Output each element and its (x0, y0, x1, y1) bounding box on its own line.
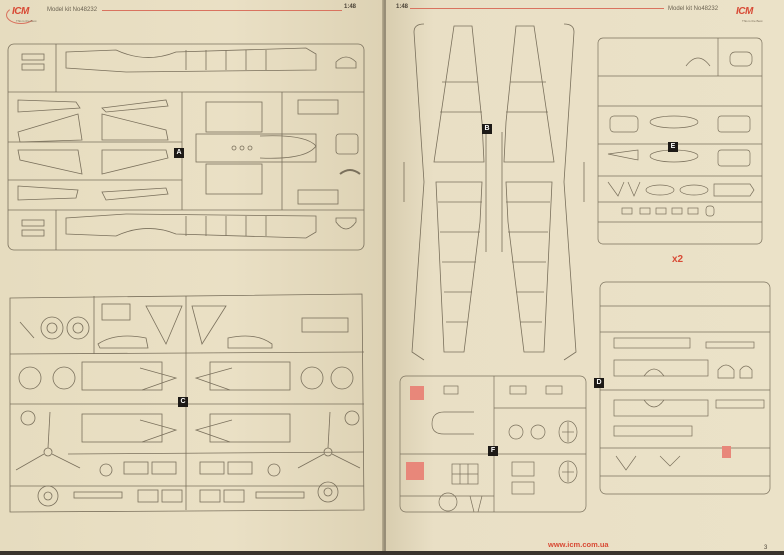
logo-tagline-right: This is the Best (742, 19, 763, 23)
wing-outer-panel-left (433, 25, 485, 163)
sprue-a-frame (7, 43, 365, 251)
sprue-e-diagram (597, 37, 763, 245)
sprue-label-a: A (174, 148, 184, 158)
sprue-d-diagram (599, 281, 771, 495)
seat-frame (431, 411, 474, 435)
bottom-edge (0, 551, 784, 555)
landing-gear-part (19, 321, 35, 339)
sprue-label-d: D (594, 378, 604, 388)
sprue-e-frame (597, 37, 763, 245)
wing-inner-panel-left (435, 181, 483, 353)
left-page: ICM This is the Best Model kit No48232 1… (0, 0, 384, 555)
sprue-f-frame (399, 375, 587, 513)
wing-panel (17, 113, 83, 143)
sprue-f-diagram (399, 375, 587, 513)
book-gutter (382, 0, 388, 555)
sprue-b-diagram (403, 23, 585, 361)
footer-url[interactable]: www.icm.com.ua (548, 540, 609, 549)
wing-outer-panel-right (503, 25, 555, 163)
scale-label-right: 1:48 (396, 4, 409, 10)
sprue-b-runner-left (411, 23, 425, 361)
sprue-d-frame (599, 281, 771, 495)
highlight-part-f-1 (410, 386, 424, 400)
sprue-c-diagram (9, 293, 365, 513)
propeller-left (15, 411, 81, 471)
sprue-a-diagram (7, 43, 365, 251)
scale-label: 1:48 (344, 4, 357, 10)
flap-part (613, 337, 691, 349)
page-number: 3 (764, 545, 768, 551)
header-rule (102, 10, 342, 11)
propeller-right (297, 411, 361, 469)
icm-logo-right: ICM (736, 6, 753, 17)
canopy-part (558, 420, 578, 444)
kit-number-label: Model kit No48232 (47, 7, 98, 13)
sprue-label-c: C (178, 397, 188, 407)
highlight-part-d (722, 446, 731, 458)
highlight-part-f-2 (406, 462, 424, 480)
sprue-c-frame (9, 293, 365, 513)
engine-part (717, 115, 751, 133)
sprue-label-f: F (488, 446, 498, 456)
logo-swoosh-icon (6, 6, 36, 24)
sprue-label-e: E (668, 142, 678, 152)
wing-inner-panel-right (505, 181, 553, 353)
sprue-e-quantity: x2 (672, 254, 684, 265)
instrument-frame (685, 57, 711, 67)
kit-number-label-right: Model kit No48232 (668, 6, 719, 12)
header-rule-right (410, 8, 664, 9)
sprue-label-b: B (482, 124, 492, 134)
fuselage-half-top (65, 47, 317, 73)
logo-tagline: This is the Best (16, 19, 37, 23)
right-page: 1:48 Model kit No48232 ICM This is the B… (386, 0, 784, 555)
fuselage-half-bottom (65, 213, 317, 239)
